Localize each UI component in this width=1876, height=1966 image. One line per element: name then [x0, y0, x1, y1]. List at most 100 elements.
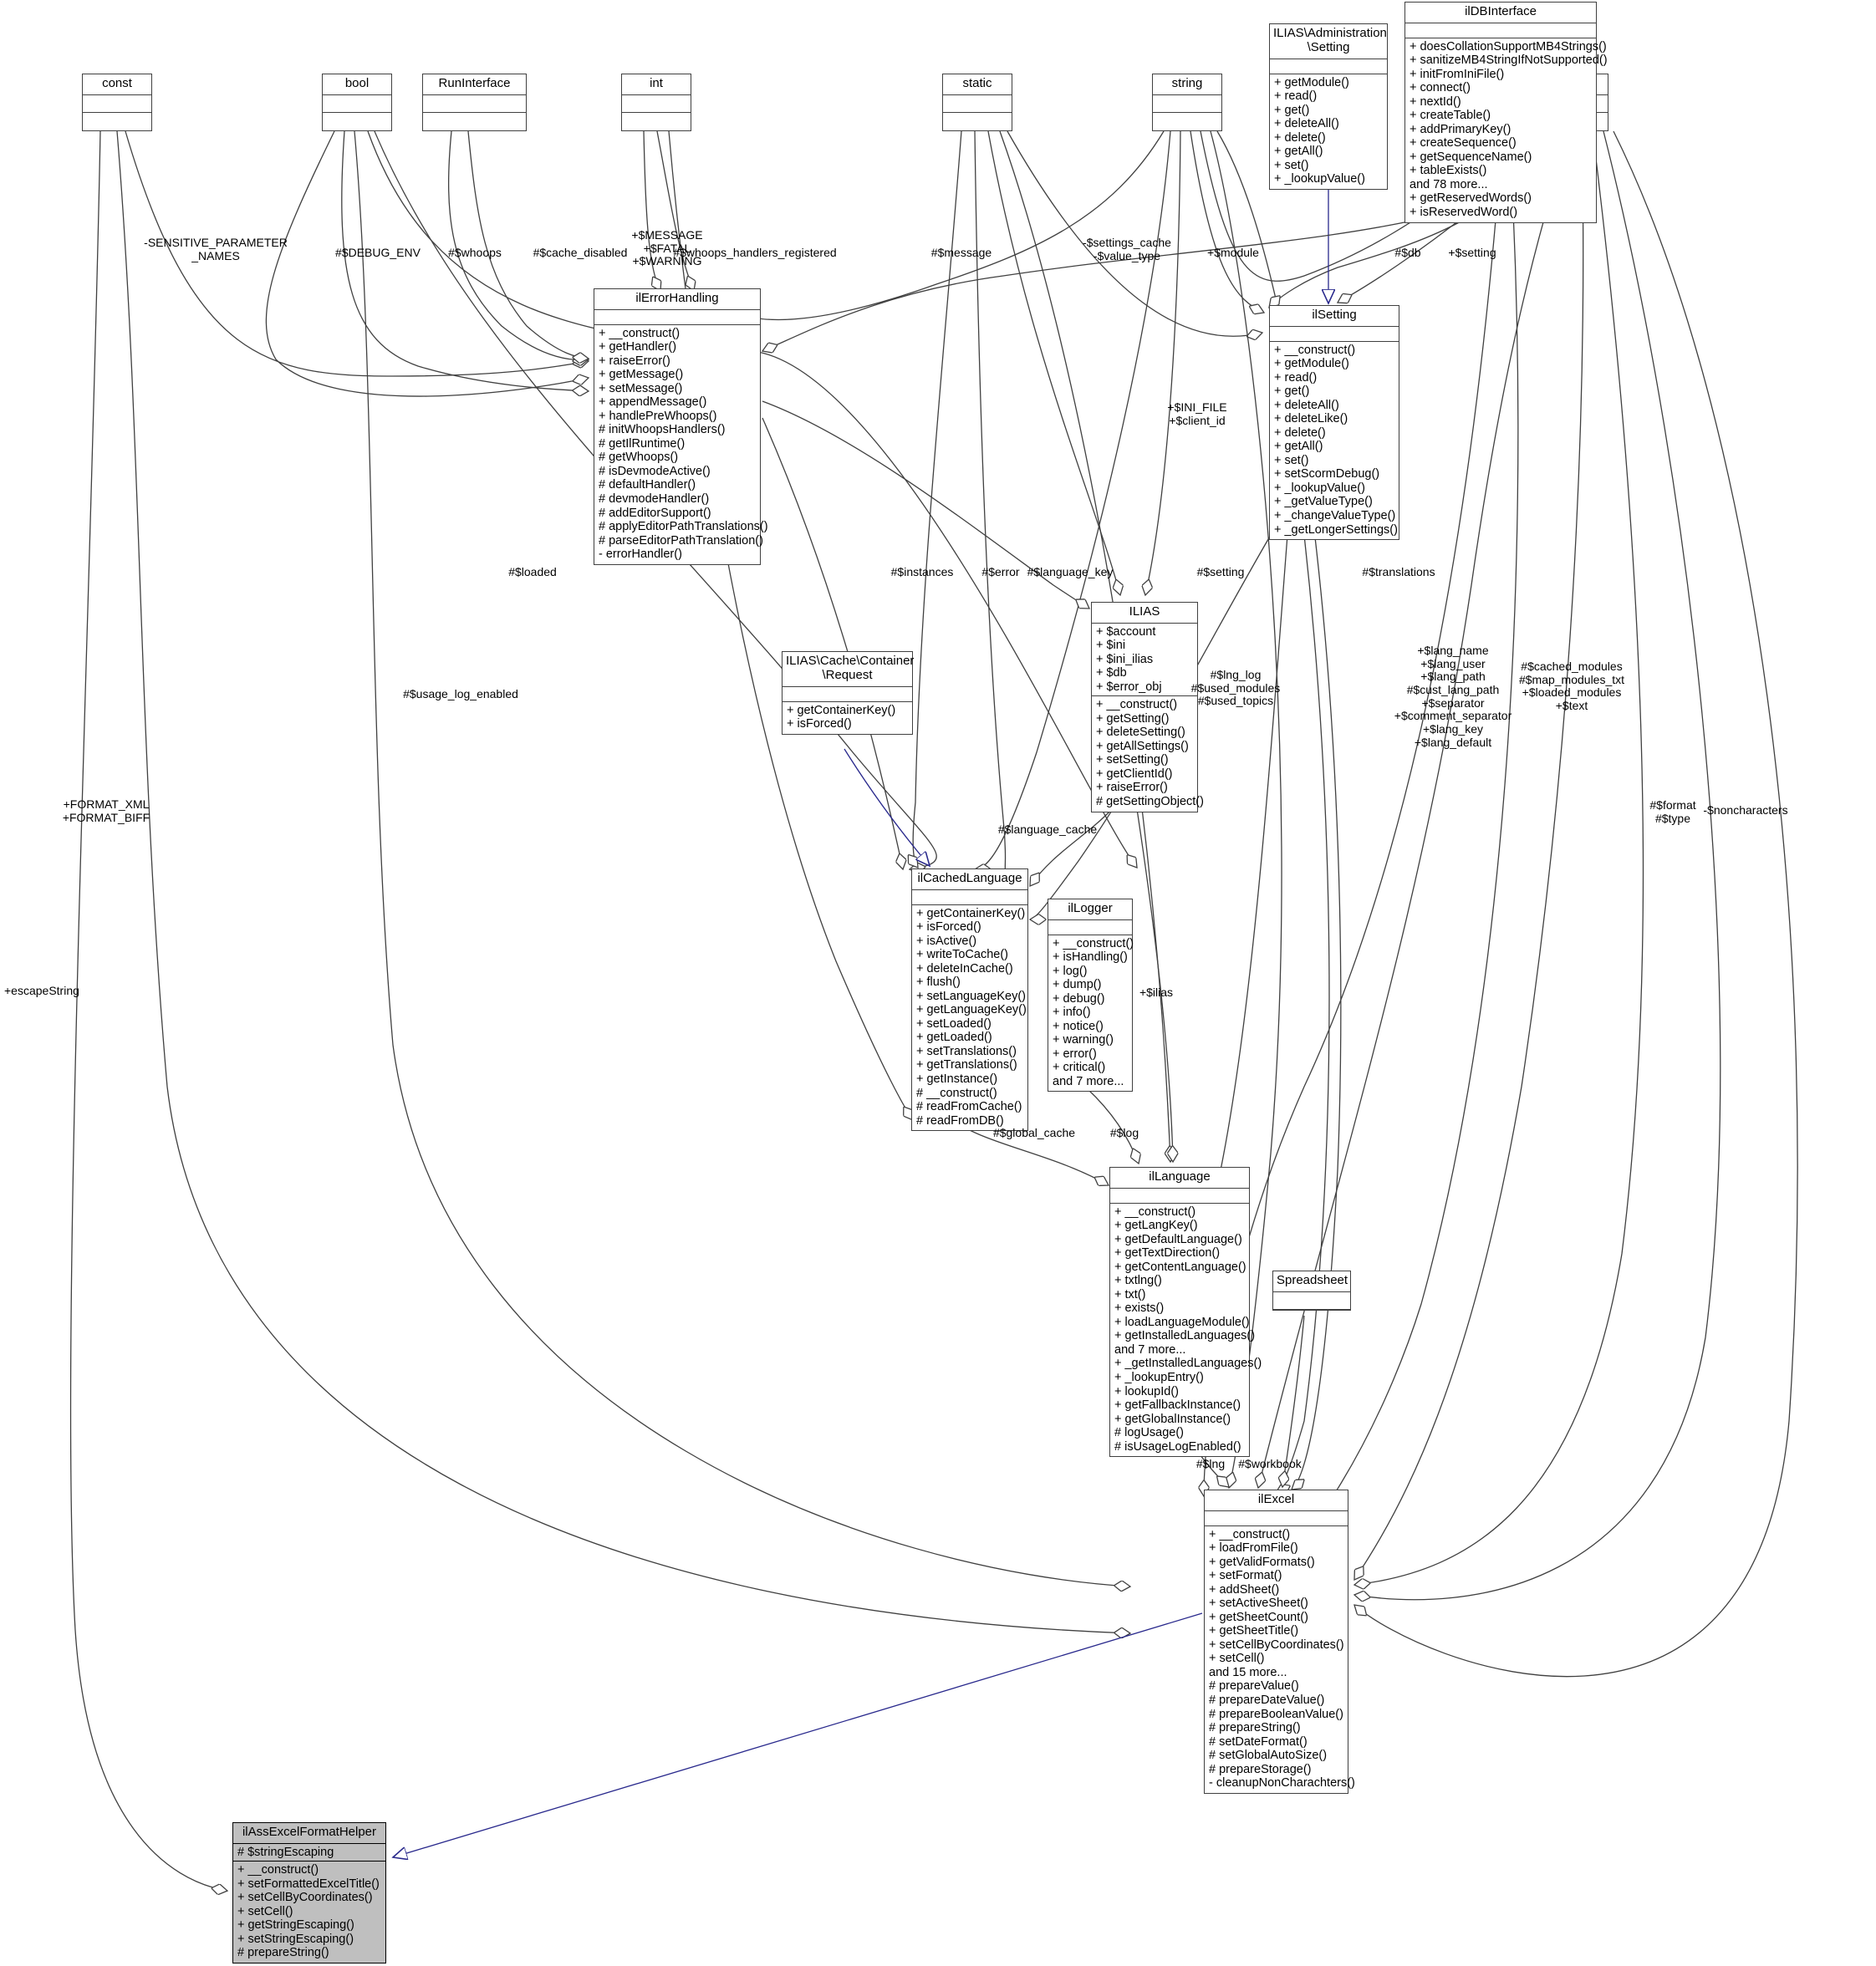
class-member: # initWhoopsHandlers() [599, 423, 726, 437]
class-member: + getFallbackInstance() [1114, 1398, 1241, 1413]
edge-label-ilias-ref: +$ilias [1139, 986, 1174, 999]
class-member: # readFromDB() [916, 1113, 1004, 1128]
class-member: + setScormDebug() [1274, 467, 1380, 481]
class-member: + addSheet() [1209, 1582, 1280, 1597]
edge-label-debug-env: #$DEBUG_ENV [335, 246, 421, 259]
class-member: + error() [1053, 1047, 1097, 1061]
class-node-spreadsheet[interactable]: Spreadsheet [1272, 1271, 1351, 1311]
class-member: + get() [1274, 103, 1310, 117]
class-node-ildbinterface[interactable]: ilDBInterface + doesCollationSupportMB4S… [1404, 2, 1608, 223]
class-attributes [423, 95, 526, 113]
class-member: + getSheetTitle() [1209, 1624, 1299, 1638]
class-member: # getIlRuntime() [599, 436, 686, 451]
class-member: + $error_obj [1096, 680, 1162, 694]
class-title: Spreadsheet [1273, 1271, 1350, 1292]
class-node-runinterface[interactable]: RunInterface [422, 74, 527, 131]
class-member: # logUsage() [1114, 1426, 1185, 1440]
class-member: + __construct() [1053, 936, 1134, 950]
class-member: + getContentLanguage() [1114, 1260, 1246, 1274]
class-node-ilerrorhandling[interactable]: ilErrorHandling + __construct()+ getHand… [594, 288, 768, 565]
class-member: - cleanupNonCharachters() [1209, 1776, 1355, 1790]
class-member: + createSequence() [1410, 136, 1517, 150]
class-attributes [1048, 920, 1132, 935]
class-member: # defaultHandler() [599, 478, 696, 492]
class-node-string[interactable]: string [1152, 74, 1222, 131]
class-member: # setGlobalAutoSize() [1209, 1749, 1328, 1763]
class-member: + createTable() [1410, 109, 1491, 123]
class-member: + raiseError() [1096, 781, 1168, 795]
class-node-ilexcel[interactable]: ilExcel + __construct()+ loadFromFile()+… [1204, 1490, 1355, 1794]
class-member: + _lookupEntry() [1114, 1370, 1204, 1384]
class-title: ilAssExcelFormatHelper [233, 1823, 385, 1844]
class-title: ILIAS\Cache\Container \Request [783, 652, 914, 687]
class-member: + deleteInCache() [916, 961, 1013, 975]
class-member: + isForced() [916, 920, 981, 935]
class-operations [1153, 113, 1221, 130]
class-member: + _getValueType() [1274, 495, 1373, 509]
edge-label-cache-disabled: #$cache_disabled [533, 246, 628, 259]
edge-label-lng-log-used: #$lng_log #$used_modules #$used_topics [1190, 668, 1281, 708]
class-node-ilassexcelformathelper[interactable]: ilAssExcelFormatHelper # $stringEscaping… [232, 1822, 386, 1963]
class-member: + setSetting() [1096, 753, 1169, 767]
class-operations: + __construct()+ getModule()+ read()+ ge… [1270, 342, 1399, 539]
class-node-illogger[interactable]: ilLogger + __construct()+ isHandling()+ … [1048, 899, 1134, 1093]
class-member: # isUsageLogEnabled() [1114, 1439, 1241, 1454]
class-attributes [1153, 95, 1221, 113]
class-member: # addEditorSupport() [599, 506, 711, 520]
edge-label-module: +$module [1207, 246, 1259, 259]
class-member: + setTranslations() [916, 1044, 1017, 1058]
class-member: + setActiveSheet() [1209, 1597, 1308, 1611]
class-attributes: + $account+ $ini+ $ini_ilias+ $db+ $erro… [1092, 624, 1197, 697]
edge-label-escape-string: +escapeString [4, 984, 79, 997]
class-member: + read() [1274, 89, 1318, 104]
edge-label-workbook: #$workbook [1238, 1457, 1302, 1470]
edge-label-log: #$log [1109, 1126, 1139, 1139]
class-member: # prepareString() [1209, 1721, 1301, 1735]
class-member: + txtlng() [1114, 1274, 1162, 1288]
edge-label-translations: #$translations [1362, 565, 1435, 578]
class-member: + _lookupValue() [1274, 481, 1365, 495]
class-attributes [783, 687, 912, 702]
class-node-administration-setting[interactable]: ILIAS\Administration \Setting + getModul… [1269, 23, 1388, 190]
class-member: + getSequenceName() [1410, 150, 1532, 164]
edge-label-ini-file-client: +$INI_FILE +$client_id [1167, 400, 1227, 427]
class-node-ilcachedlanguage[interactable]: ilCachedLanguage + getContainerKey()+ is… [911, 868, 1028, 1132]
class-member: + set() [1274, 158, 1309, 172]
class-member: + dump() [1053, 978, 1102, 992]
class-member: + delete() [1274, 130, 1326, 145]
edge-label-instances: #$instances [890, 565, 954, 578]
class-attributes [1110, 1189, 1249, 1204]
class-member: + setLoaded() [916, 1016, 992, 1031]
class-node-const[interactable]: const [82, 74, 152, 131]
class-operations: + __construct()+ getLangKey()+ getDefaul… [1110, 1204, 1262, 1456]
class-node-cache-container-request[interactable]: ILIAS\Cache\Container \Request + getCont… [782, 651, 914, 735]
class-member: + loadFromFile() [1209, 1541, 1298, 1556]
class-member: + setMessage() [599, 381, 683, 395]
class-node-ilias[interactable]: ILIAS + $account+ $ini+ $ini_ilias+ $db+… [1091, 602, 1204, 812]
class-member: + getGlobalInstance() [1114, 1412, 1231, 1426]
class-attributes [943, 95, 1012, 113]
class-member: + set() [1274, 453, 1309, 467]
edge-label-format-type: #$format #$type [1649, 798, 1696, 825]
class-member: + __construct() [599, 326, 681, 340]
class-member: + log() [1053, 964, 1088, 978]
class-member: + getModule() [1274, 75, 1349, 89]
class-node-illanguage[interactable]: ilLanguage + __construct()+ getLangKey()… [1109, 1167, 1262, 1458]
class-member: + isHandling() [1053, 950, 1128, 965]
class-member: + exists() [1114, 1301, 1165, 1316]
class-member: + setCellByCoordinates() [237, 1891, 373, 1905]
edge-label-sensitive: -SENSITIVE_PARAMETER _NAMES [144, 236, 288, 262]
class-node-int[interactable]: int [621, 74, 691, 131]
class-member: + getModule() [1274, 357, 1349, 371]
class-member: + deleteSetting() [1096, 726, 1185, 740]
class-member: + setCell() [237, 1904, 293, 1918]
class-node-ilsetting[interactable]: ilSetting + __construct()+ getModule()+ … [1269, 305, 1399, 541]
class-member: - errorHandler() [599, 548, 682, 562]
class-node-static[interactable]: static [942, 74, 1012, 131]
class-member: + raiseError() [599, 354, 670, 368]
class-member: and 15 more... [1209, 1665, 1287, 1679]
edge-label-loaded: #$loaded [508, 565, 557, 578]
class-node-bool[interactable]: bool [322, 74, 392, 131]
class-operations [943, 113, 1012, 130]
